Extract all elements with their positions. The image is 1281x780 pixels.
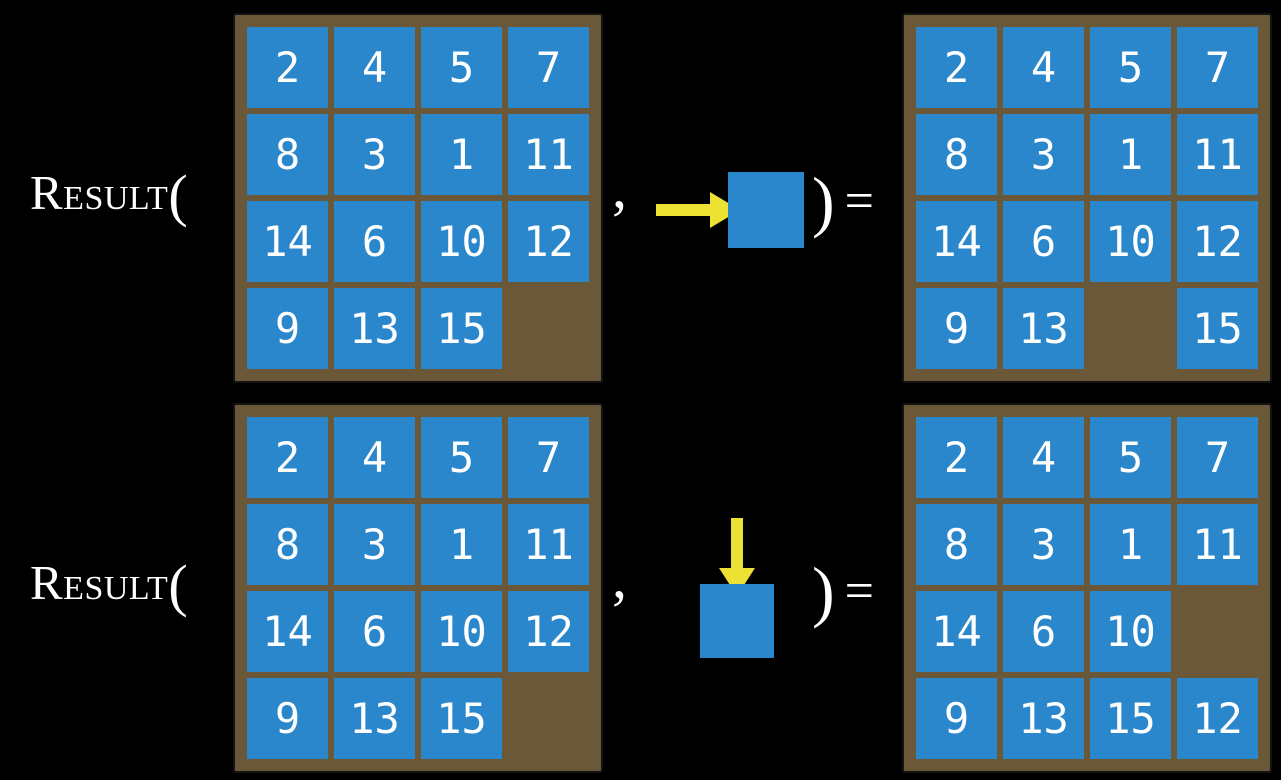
- empty-cell: [1177, 591, 1258, 672]
- puzzle-tile: 6: [334, 201, 415, 282]
- puzzle-tile: 3: [334, 114, 415, 195]
- puzzle-tile: 9: [247, 288, 328, 369]
- move-right-indicator: [656, 172, 804, 248]
- puzzle-tile: 9: [916, 678, 997, 759]
- equals-sign: =: [844, 563, 874, 620]
- puzzle-tile: 1: [421, 114, 502, 195]
- puzzle-tile: 13: [1003, 678, 1084, 759]
- puzzle-tile: 2: [916, 27, 997, 108]
- puzzle-tile: 6: [334, 591, 415, 672]
- function-name: Result: [30, 165, 169, 220]
- puzzle-tile: 5: [1090, 417, 1171, 498]
- puzzle-tile: 11: [508, 504, 589, 585]
- puzzle-tile: 1: [1090, 504, 1171, 585]
- puzzle-tile: 8: [916, 114, 997, 195]
- close-and-equals: ) =: [812, 550, 874, 634]
- function-name: Result: [30, 555, 169, 610]
- puzzle-tile: 15: [1090, 678, 1171, 759]
- puzzle-tile: 13: [334, 288, 415, 369]
- puzzle-tile: 10: [1090, 201, 1171, 282]
- puzzle-tile: 14: [916, 591, 997, 672]
- puzzle-tile: 8: [916, 504, 997, 585]
- puzzle-tile: 2: [247, 417, 328, 498]
- sliding-tile-icon: [700, 584, 774, 658]
- puzzle-tile: 11: [1177, 504, 1258, 585]
- empty-cell: [508, 288, 589, 369]
- puzzle-tile: 7: [508, 417, 589, 498]
- function-name-label: Result(: [30, 555, 188, 615]
- puzzle-tile: 7: [1177, 417, 1258, 498]
- puzzle-tile: 10: [421, 201, 502, 282]
- puzzle-tile: 12: [508, 201, 589, 282]
- puzzle-tile: 12: [508, 591, 589, 672]
- close-paren: ): [812, 163, 835, 240]
- puzzle-tile: 3: [1003, 114, 1084, 195]
- puzzle-tile: 4: [334, 417, 415, 498]
- puzzle-tile: 4: [1003, 417, 1084, 498]
- puzzle-tile: 3: [1003, 504, 1084, 585]
- puzzle-tile: 10: [421, 591, 502, 672]
- open-paren: (: [168, 163, 189, 228]
- close-paren: ): [812, 553, 835, 630]
- puzzle-tile: 9: [247, 678, 328, 759]
- puzzle-tile: 15: [421, 288, 502, 369]
- open-paren: (: [168, 553, 189, 618]
- puzzle-tile: 3: [334, 504, 415, 585]
- arrow-shaft: [656, 204, 710, 216]
- puzzle-tile: 13: [334, 678, 415, 759]
- move-down-indicator: [700, 518, 774, 658]
- puzzle-tile: 13: [1003, 288, 1084, 369]
- arrow-shaft: [731, 518, 743, 568]
- puzzle-tile: 1: [421, 504, 502, 585]
- empty-cell: [1090, 288, 1171, 369]
- puzzle-tile: 15: [421, 678, 502, 759]
- function-name-label: Result(: [30, 165, 188, 225]
- puzzle-tile: 5: [421, 27, 502, 108]
- puzzle-tile: 7: [508, 27, 589, 108]
- puzzle-tile: 14: [916, 201, 997, 282]
- puzzle-tile: 5: [421, 417, 502, 498]
- puzzle-tile: 11: [508, 114, 589, 195]
- puzzle-tile: 11: [1177, 114, 1258, 195]
- puzzle-tile: 1: [1090, 114, 1171, 195]
- puzzle-tile: 4: [334, 27, 415, 108]
- puzzle-tile: 8: [247, 504, 328, 585]
- puzzle-tile: 4: [1003, 27, 1084, 108]
- puzzle-tile: 7: [1177, 27, 1258, 108]
- puzzle-tile: 15: [1177, 288, 1258, 369]
- puzzle-tile: 8: [247, 114, 328, 195]
- puzzle-tile: 14: [247, 591, 328, 672]
- puzzle-tile: 12: [1177, 201, 1258, 282]
- puzzle-tile: 2: [247, 27, 328, 108]
- sliding-tile-icon: [728, 172, 804, 248]
- puzzle-tile: 14: [247, 201, 328, 282]
- puzzle-tile: 10: [1090, 591, 1171, 672]
- comma-separator: ,: [612, 544, 627, 610]
- empty-cell: [508, 678, 589, 759]
- puzzle-tile: 2: [916, 417, 997, 498]
- close-and-equals: ) =: [812, 160, 874, 244]
- puzzle-tile: 9: [916, 288, 997, 369]
- puzzle-tile: 12: [1177, 678, 1258, 759]
- puzzle-tile: 6: [1003, 201, 1084, 282]
- puzzle-tile: 5: [1090, 27, 1171, 108]
- equals-sign: =: [844, 173, 874, 230]
- comma-separator: ,: [612, 154, 627, 220]
- puzzle-tile: 6: [1003, 591, 1084, 672]
